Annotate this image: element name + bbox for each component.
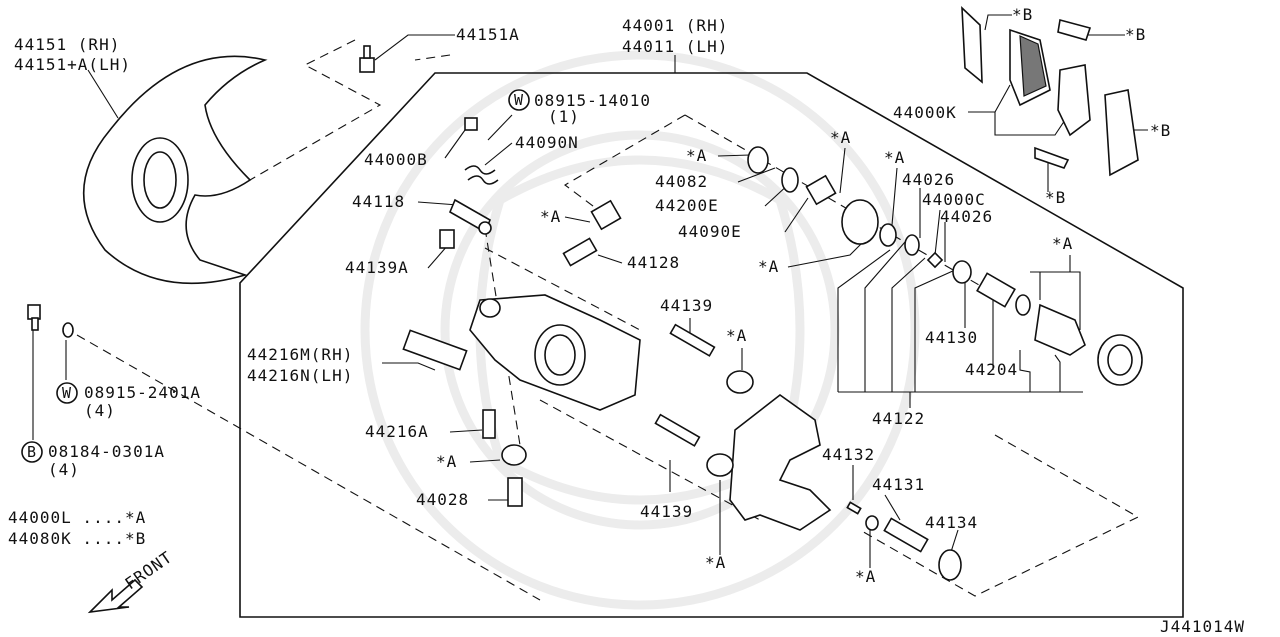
- callout-44011: 44011 (LH): [622, 37, 728, 56]
- star-b-4: *B: [1045, 188, 1066, 207]
- caliper-bracket: [729, 394, 832, 531]
- callout-44130: 44130: [925, 328, 978, 347]
- qty-4-a: (4): [84, 401, 116, 420]
- assembly-frame: [239, 72, 1184, 618]
- backing-plate: [82, 55, 268, 285]
- callout-44216n: 44216N(LH): [247, 366, 353, 385]
- callout-44090n: 44090N: [515, 133, 579, 152]
- bolt-44151a: [359, 45, 375, 73]
- star-a-boot-1: *A: [726, 326, 747, 345]
- callout-44026-2: 44026: [940, 207, 993, 226]
- qty-4-b: (4): [48, 460, 80, 479]
- qty-1: (1): [548, 107, 580, 126]
- caliper-body: [469, 294, 641, 411]
- circled-symbols: [21, 89, 530, 463]
- callout-44200e: 44200E: [655, 196, 719, 215]
- callout-44000k: 44000K: [893, 103, 957, 122]
- star-b-3: *B: [1150, 121, 1171, 140]
- callout-44139a: 44139A: [345, 258, 409, 277]
- kit-44080k: 44080K ....*B: [8, 529, 146, 548]
- callout-44151a-lh: 44151+A(LH): [14, 55, 131, 74]
- callout-44090e: 44090E: [678, 222, 742, 241]
- star-a-piston: *A: [1052, 234, 1073, 253]
- callout-08184-0301a: 08184-0301A: [48, 442, 165, 461]
- star-a-boot-2: *A: [705, 553, 726, 572]
- callout-44118: 44118: [352, 192, 405, 211]
- brake-pads: [961, 6, 1139, 177]
- leader-lines: [32, 14, 1148, 568]
- star-a-1: *A: [686, 146, 707, 165]
- callout-44151a: 44151A: [456, 25, 520, 44]
- callout-44204: 44204: [965, 360, 1018, 379]
- kit-44000l: 44000L ....*A: [8, 508, 146, 527]
- star-a-top: *A: [830, 128, 851, 147]
- callout-44122: 44122: [872, 409, 925, 428]
- callout-08915-14010: 08915-14010: [534, 91, 651, 110]
- star-a-bush: *A: [436, 452, 457, 471]
- callout-44000b: 44000B: [364, 150, 428, 169]
- callout-44128: 44128: [627, 253, 680, 272]
- callout-08915-2401a: 08915-2401A: [84, 383, 201, 402]
- dashed-guides: [76, 39, 1140, 601]
- front-label: FRONT: [121, 547, 175, 593]
- star-b-2: *B: [1125, 25, 1146, 44]
- callout-44139-1: 44139: [660, 296, 713, 315]
- star-a-washer: *A: [855, 567, 876, 586]
- callout-44132: 44132: [822, 445, 875, 464]
- callout-44026-1: 44026: [902, 170, 955, 189]
- callout-44139-2: 44139: [640, 502, 693, 521]
- callout-labels: 44151 (RH) 44151+A(LH) 44151A 44001 (RH)…: [8, 5, 1245, 636]
- star-a-bleeder: *A: [540, 207, 561, 226]
- callout-44001: 44001 (RH): [622, 16, 728, 35]
- diagram-code: J441014W: [1160, 617, 1245, 636]
- star-a-mid: *A: [884, 148, 905, 167]
- small-parts: [27, 117, 1143, 581]
- callout-44131: 44131: [872, 475, 925, 494]
- callout-44151: 44151 (RH): [14, 35, 120, 54]
- w-symbol-2: W: [62, 384, 72, 402]
- front-arrow-icon: [87, 578, 144, 614]
- callout-44216a: 44216A: [365, 422, 429, 441]
- callout-44134: 44134: [925, 513, 978, 532]
- star-b-1: *B: [1012, 5, 1033, 24]
- b-symbol: B: [27, 443, 37, 461]
- callout-44028: 44028: [416, 490, 469, 509]
- callout-44216m: 44216M(RH): [247, 345, 353, 364]
- callout-44082: 44082: [655, 172, 708, 191]
- star-a-ring: *A: [758, 257, 779, 276]
- callout-44000c: 44000C: [922, 190, 986, 209]
- w-symbol: W: [514, 91, 524, 109]
